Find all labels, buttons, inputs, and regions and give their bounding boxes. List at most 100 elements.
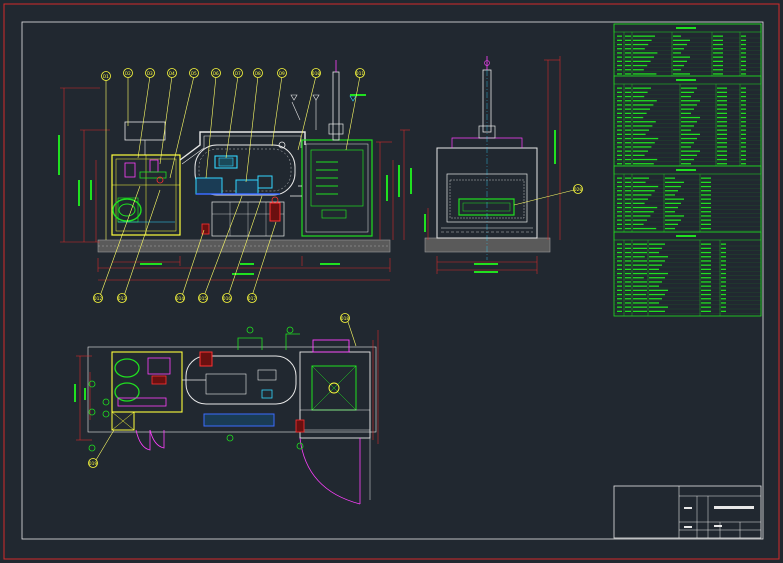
table-cell-mark (649, 247, 662, 249)
table-cell-mark (625, 129, 631, 131)
table-cell-mark (625, 52, 631, 54)
balloon-callout-icon[interactable]: D13 (117, 293, 127, 303)
table-cell-mark (741, 133, 746, 135)
table-cell-mark (665, 211, 675, 213)
table-cell-mark (617, 48, 622, 50)
table-cell-mark (617, 39, 622, 41)
table-cell-mark (717, 95, 727, 98)
table-cell-mark (617, 73, 622, 75)
table-cell-mark (633, 289, 647, 291)
table-row (614, 277, 761, 280)
callout-label: D7 (235, 71, 241, 77)
balloon-callout-icon[interactable]: D11 (355, 68, 365, 78)
table-header (613, 165, 762, 175)
balloon-callout-icon[interactable]: D17 (247, 293, 257, 303)
balloon-callout-icon[interactable]: D20 (573, 184, 583, 194)
table-cell-mark (625, 310, 631, 312)
table-cell-mark (717, 133, 727, 135)
table-row (614, 260, 761, 263)
table-cell-mark (617, 227, 622, 230)
balloon-callout-icon[interactable]: D8 (253, 68, 263, 78)
table-row (614, 202, 761, 206)
balloon-callout-icon[interactable]: D6 (211, 68, 221, 78)
table-cell-mark (625, 125, 631, 127)
table-row (614, 251, 761, 255)
table-cell-mark (701, 256, 711, 258)
table-cell-mark (665, 202, 681, 204)
balloon-callout-icon[interactable]: D10 (311, 68, 321, 78)
table-cell-mark (625, 142, 631, 144)
callout-label: D6 (213, 71, 219, 77)
table-row (614, 121, 761, 124)
table-row (614, 146, 761, 149)
table-cell-mark (633, 133, 646, 135)
table-cell-mark (633, 104, 654, 106)
balloon-callout-icon[interactable]: D7 (233, 68, 243, 78)
table-cell-mark (625, 211, 631, 213)
table-cell-mark (633, 60, 651, 62)
table-cell-mark (625, 194, 631, 196)
table-cell-mark (617, 60, 622, 62)
table-cell-mark (625, 158, 631, 161)
balloon-callout-icon[interactable]: D14 (175, 293, 185, 303)
table-row (614, 163, 761, 166)
table-cell-mark (681, 100, 700, 102)
balloon-callout-icon[interactable]: D3 (145, 68, 155, 78)
table-row (614, 177, 761, 181)
table-cell-mark (713, 69, 723, 71)
balloon-callout-icon[interactable]: D9 (277, 68, 287, 78)
balloon-callout-icon[interactable]: D4 (167, 68, 177, 78)
table-cell-mark (617, 264, 622, 266)
table-cell-mark (633, 194, 652, 196)
table-cell-mark (713, 56, 723, 58)
table-cell-mark (625, 48, 631, 50)
table-cell-mark (617, 302, 622, 304)
table-cell-mark (625, 289, 631, 291)
table-cell-mark (617, 116, 622, 119)
balloon-callout-icon[interactable]: D18 (340, 313, 350, 323)
table-cell-mark (701, 310, 711, 312)
table-cell-mark (633, 108, 650, 110)
table-row (614, 306, 761, 310)
table-cell-mark (625, 202, 631, 204)
table-cell-mark (625, 277, 631, 279)
table-cell-mark (625, 60, 631, 62)
balloon-callout-icon[interactable]: D1 (101, 71, 111, 81)
table-cell-mark (701, 243, 711, 245)
balloon-callout-icon[interactable]: D5 (189, 68, 199, 78)
table-cell-mark (625, 154, 631, 156)
table-cell-mark (633, 302, 647, 304)
balloon-callout-icon[interactable]: D12 (93, 293, 103, 303)
table-cell-mark (617, 69, 622, 71)
table-cell-mark (625, 185, 631, 188)
table-cell-mark (625, 69, 631, 71)
table-cell-mark (701, 206, 711, 209)
table-row (614, 56, 761, 60)
table-row (614, 108, 761, 112)
table-cell-mark (741, 112, 746, 114)
balloon-callout-icon[interactable]: D15 (198, 293, 208, 303)
table-row (614, 158, 761, 162)
table-cell-mark (701, 227, 711, 230)
table-cell-mark (741, 116, 746, 119)
balloon-callout-icon[interactable]: D16 (222, 293, 232, 303)
balloon-callout-icon[interactable]: D2 (123, 68, 133, 78)
table-cell-mark (665, 177, 675, 179)
table-cell-mark (649, 243, 665, 245)
table-cell-mark (717, 100, 727, 102)
table-cell-mark (741, 146, 746, 148)
table-cell-mark (701, 215, 711, 217)
callout-label: D5 (191, 71, 197, 77)
table-cell-mark (717, 129, 727, 131)
table-cell-mark (625, 177, 631, 179)
table-cell-mark (701, 247, 711, 249)
table-cell-mark (617, 181, 622, 183)
table-row (614, 87, 761, 91)
table-row (614, 272, 761, 276)
table-cell-mark (633, 150, 648, 152)
table-cell-mark (681, 146, 691, 148)
callout-label: D14 (176, 296, 184, 302)
balloon-callout-icon[interactable]: D19 (88, 458, 98, 468)
